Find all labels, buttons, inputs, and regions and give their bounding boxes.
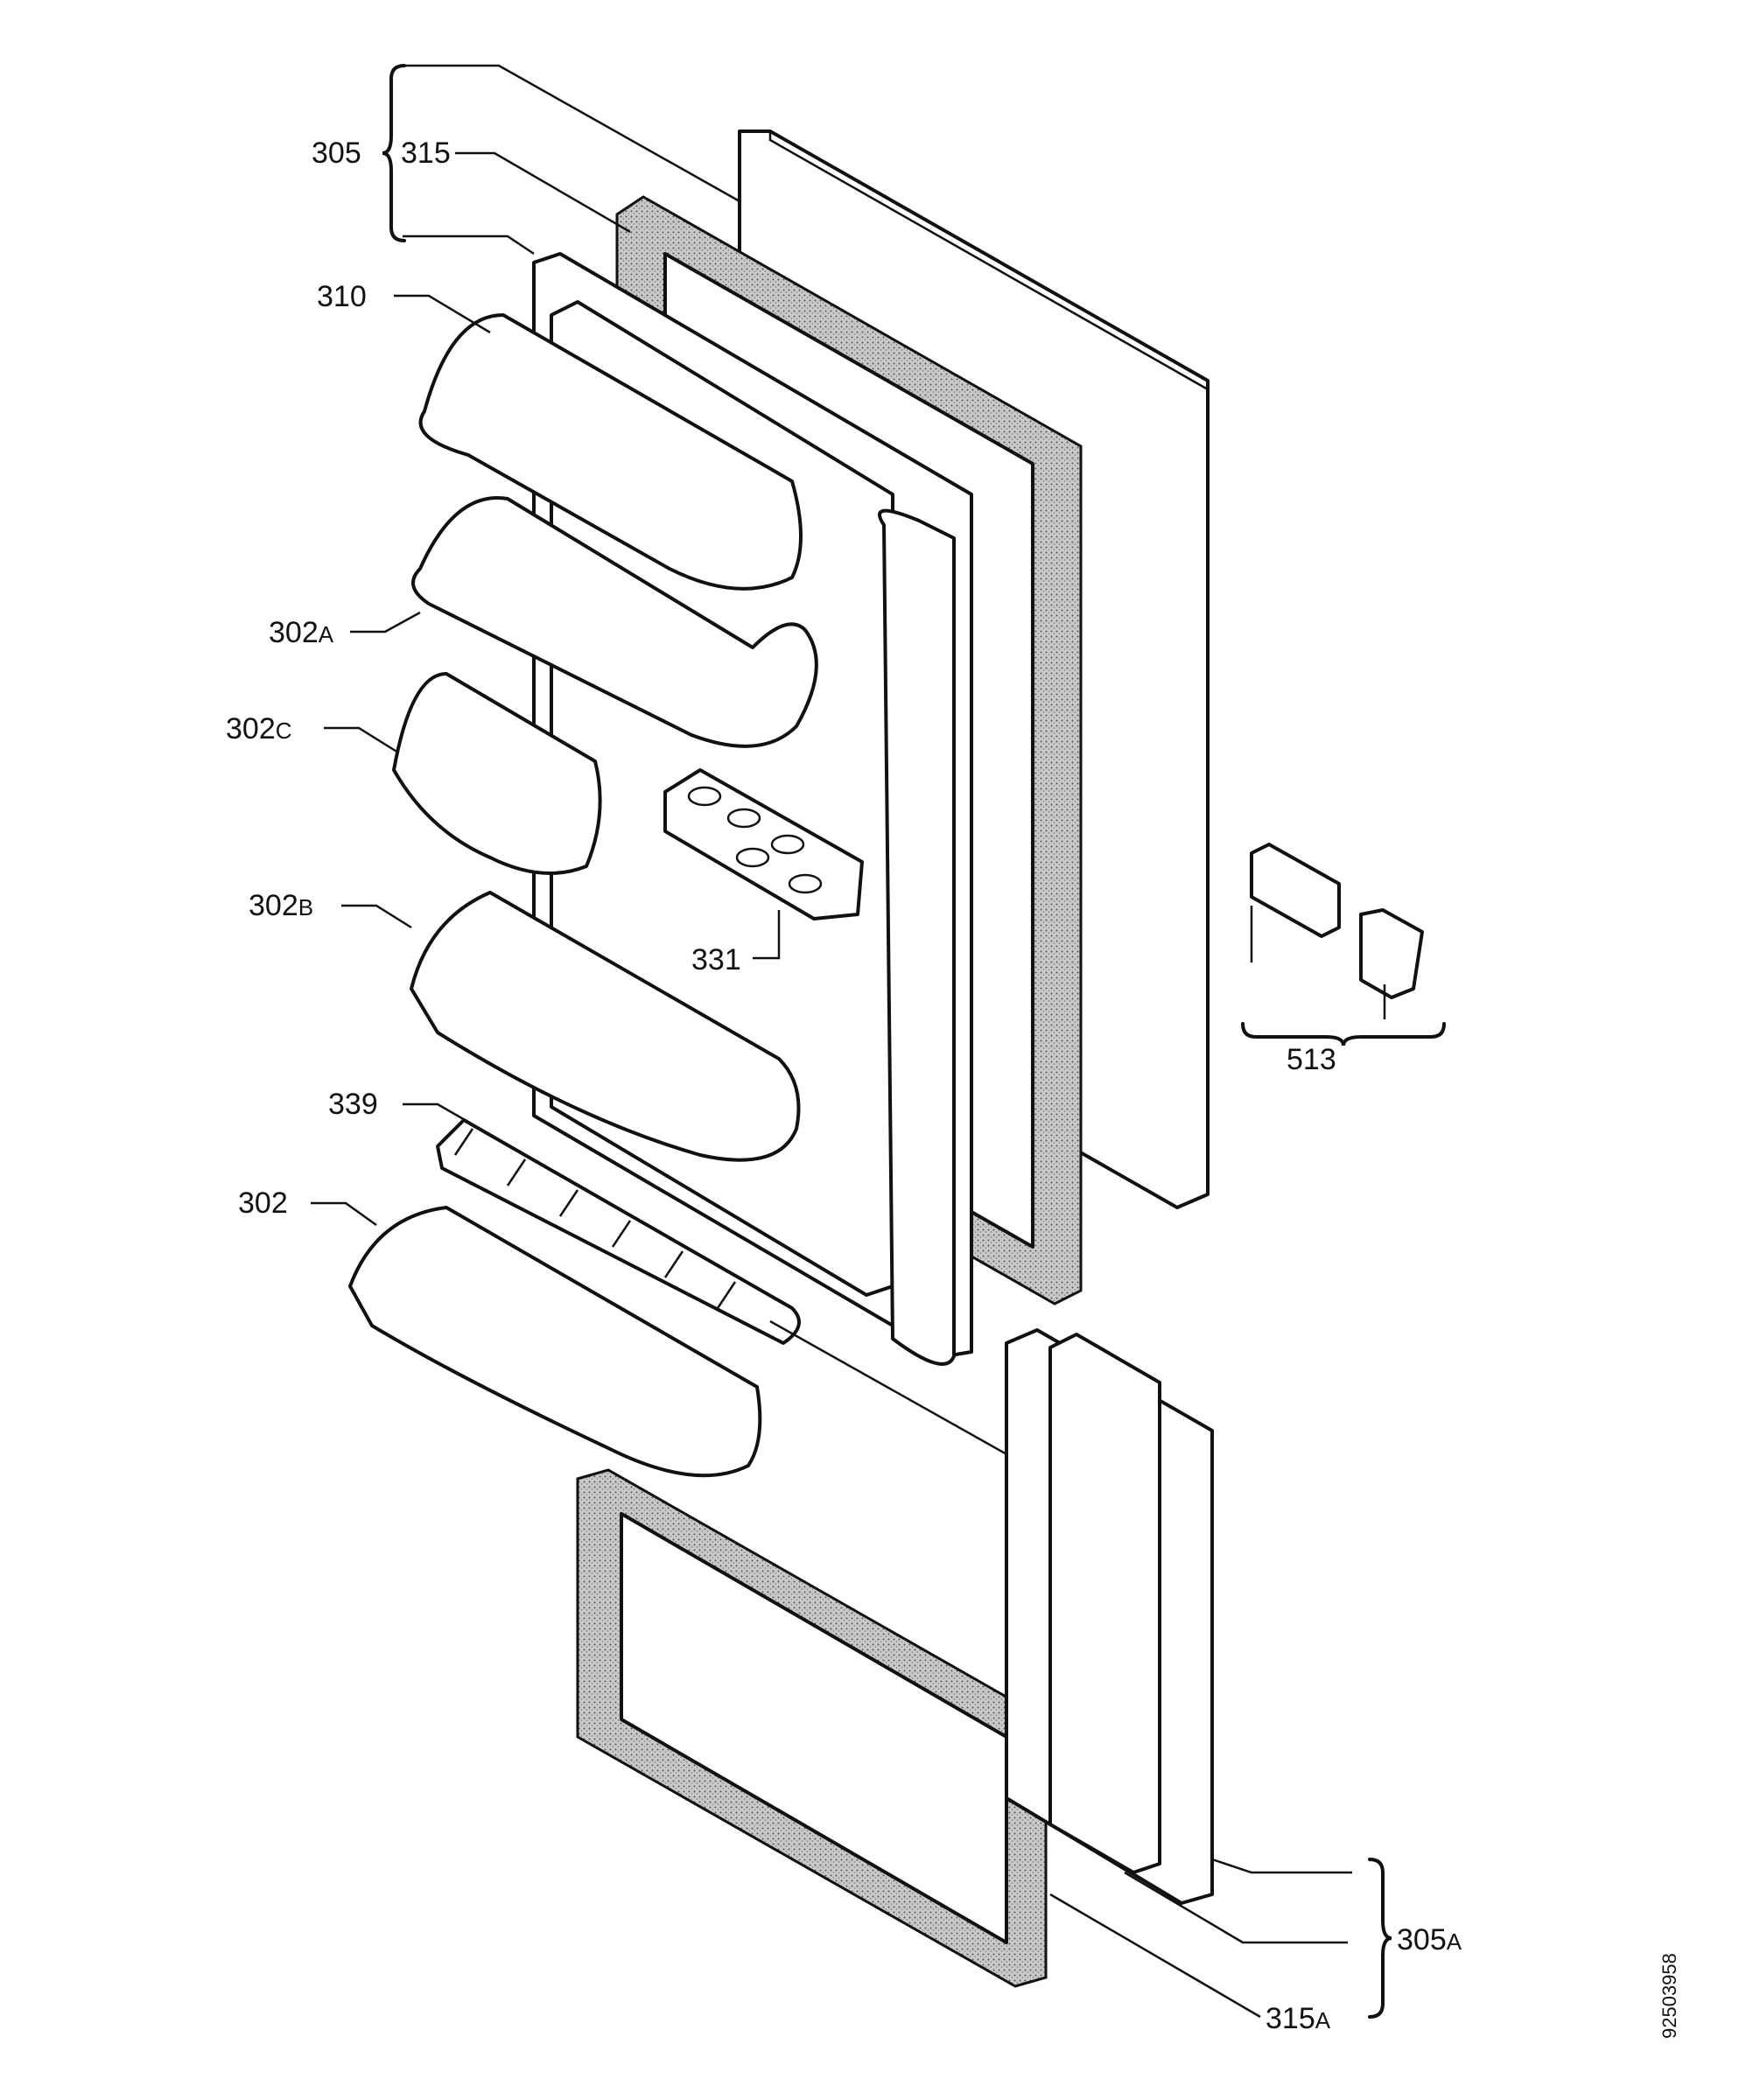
- lower-door-gasket: [576, 1320, 1051, 1988]
- callout-315a-suffix: A: [1315, 2007, 1331, 2034]
- callout-302b-number: 302: [249, 889, 298, 922]
- callout-302b-suffix: B: [298, 894, 314, 920]
- callout-315a: 315A: [1266, 2004, 1330, 2034]
- part-513-hinges: [1250, 843, 1424, 999]
- part-302b-shelf: [410, 891, 801, 1162]
- leader-lines: [311, 64, 1386, 2019]
- callout-339: 339: [328, 1088, 378, 1121]
- callout-302c: 302C: [226, 714, 292, 744]
- callout-305: 305: [312, 136, 361, 170]
- callout-310: 310: [317, 280, 367, 313]
- callout-302c-number: 302: [226, 712, 276, 746]
- document-id: 92503958: [1658, 1953, 1680, 2039]
- callout-305a-number: 305: [1397, 1923, 1447, 1956]
- lower-door-outer-panels: [1005, 1328, 1214, 1905]
- part-302-bottom-shelf: [348, 1206, 762, 1478]
- callout-305a-suffix: A: [1446, 1928, 1462, 1955]
- callout-331: 331: [691, 943, 741, 976]
- callout-302b: 302B: [249, 891, 313, 920]
- part-302a-shelf: [411, 496, 818, 748]
- part-331-egg-tray: [663, 768, 864, 920]
- callout-513: 513: [1287, 1043, 1336, 1076]
- callout-braces: [382, 64, 1446, 2019]
- callout-302a: 302A: [269, 618, 333, 648]
- part-310-shelf-cover: [418, 313, 803, 591]
- part-302c-bin: [392, 672, 602, 875]
- callout-302: 302: [238, 1186, 288, 1220]
- callout-302a-suffix: A: [318, 621, 334, 648]
- callout-305a: 305A: [1397, 1925, 1462, 1955]
- callout-315: 315: [401, 136, 451, 170]
- part-339-grille: [436, 1118, 801, 1345]
- callout-302c-suffix: C: [275, 718, 292, 744]
- callout-315a-number: 315: [1266, 2002, 1315, 2035]
- callout-302a-number: 302: [269, 616, 319, 649]
